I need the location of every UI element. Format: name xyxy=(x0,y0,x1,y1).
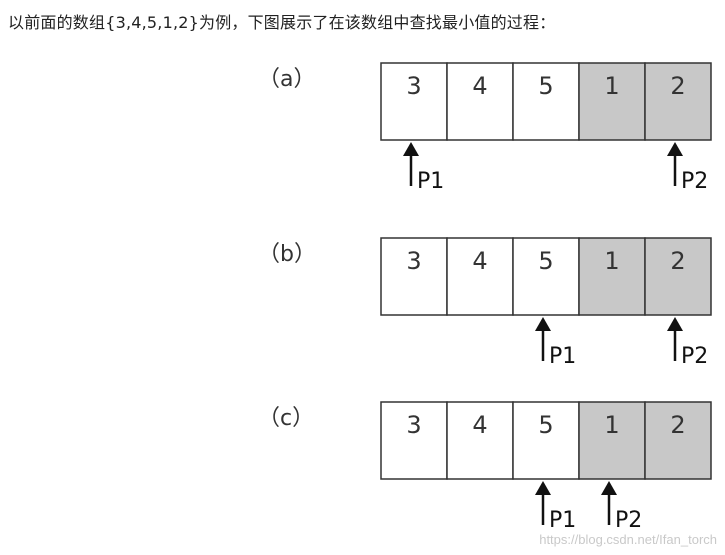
pointer-label: P2 xyxy=(681,169,708,194)
arrow-head-icon xyxy=(535,317,551,331)
array-cell-value: 3 xyxy=(406,411,421,439)
arrow-head-icon xyxy=(403,142,419,156)
array-cell xyxy=(644,237,712,316)
array-cell-value: 2 xyxy=(670,411,685,439)
panel-a: （a） 3 4 5 1 2P1 P2 xyxy=(258,62,712,194)
array-cell-value: 2 xyxy=(670,247,685,275)
pointer-p1: P1 xyxy=(535,481,576,533)
array-cell-value: 5 xyxy=(538,72,553,100)
array-cell-value: 4 xyxy=(472,411,487,439)
array-cell xyxy=(512,237,580,316)
panel-label-a: （a） xyxy=(258,67,315,92)
arrow-head-icon xyxy=(535,481,551,495)
array-cell-value: 4 xyxy=(472,247,487,275)
pointer-p1: P1 xyxy=(403,142,444,194)
array-cell-value: 2 xyxy=(670,72,685,100)
pointer-p2: P2 xyxy=(667,142,708,194)
array-cell xyxy=(446,401,514,480)
pointer-p2: P2 xyxy=(667,317,708,369)
panel-label-c: （c） xyxy=(258,406,314,431)
pointer-p2: P2 xyxy=(601,481,642,533)
array-cell-value: 1 xyxy=(604,411,619,439)
array-cell xyxy=(578,401,646,480)
array-cell xyxy=(644,401,712,480)
pointer-label: P2 xyxy=(615,508,642,533)
pointer-p1: P1 xyxy=(535,317,576,369)
arrow-head-icon xyxy=(601,481,617,495)
arrow-head-icon xyxy=(667,142,683,156)
array-cell-value: 5 xyxy=(538,411,553,439)
array-cell xyxy=(578,237,646,316)
intro-text: 以前面的数组{3,4,5,1,2}为例，下图展示了在该数组中查找最小值的过程： xyxy=(8,13,556,32)
array-cell xyxy=(446,237,514,316)
pointer-label: P1 xyxy=(417,169,444,194)
array-cell-value: 1 xyxy=(604,72,619,100)
array-cell xyxy=(446,62,514,141)
array-cell xyxy=(644,62,712,141)
panel-c: （c） 3 4 5 1 2P1 P2 xyxy=(258,401,712,533)
panel-b: （b） 3 4 5 1 2P1 P2 xyxy=(258,237,712,369)
pointer-label: P2 xyxy=(681,344,708,369)
pointer-label: P1 xyxy=(549,508,576,533)
pointer-label: P1 xyxy=(549,344,576,369)
array-cell-value: 3 xyxy=(406,247,421,275)
array-cell xyxy=(380,401,448,480)
array-cell-value: 4 xyxy=(472,72,487,100)
panel-label-b: （b） xyxy=(258,242,316,267)
array-cell-value: 1 xyxy=(604,247,619,275)
array-cell-value: 3 xyxy=(406,72,421,100)
array-cell-value: 5 xyxy=(538,247,553,275)
arrow-head-icon xyxy=(667,317,683,331)
watermark: https://blog.csdn.net/Ifan_torch xyxy=(539,532,717,547)
array-cell xyxy=(512,401,580,480)
